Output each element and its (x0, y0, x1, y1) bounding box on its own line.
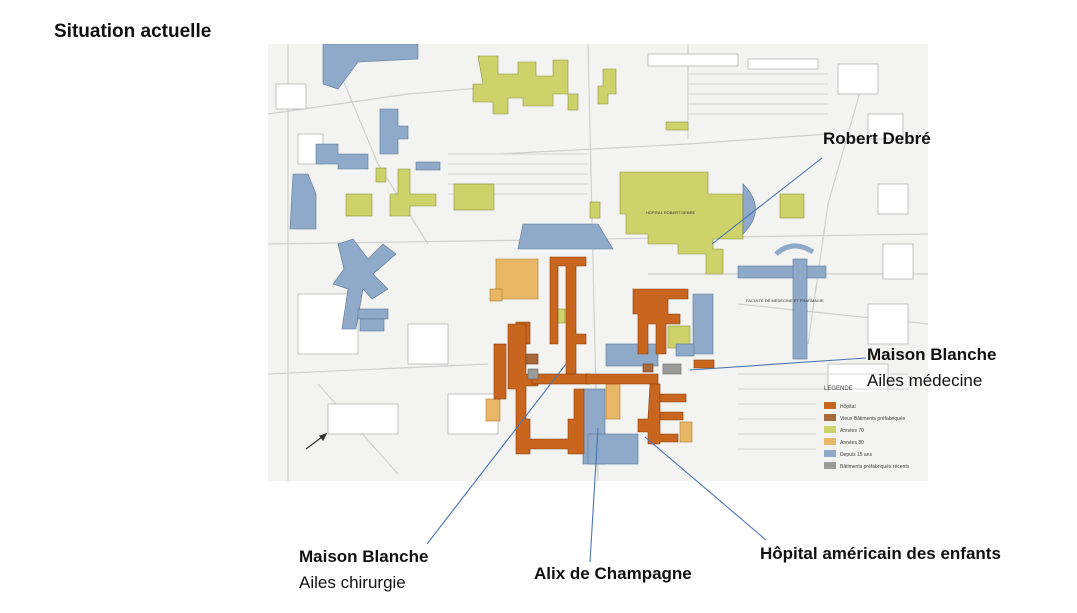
callout-maison-blanche-chirurgie-sub: Ailes chirurgie (299, 573, 406, 592)
legend-label: Années 70 (840, 428, 864, 434)
callout-maison-blanche-medecine-sub: Ailes médecine (867, 371, 983, 390)
campus-map: HOPITAL ROBERT DEBRE FACULTE DE MEDECINE… (267, 43, 929, 482)
page-title: Situation actuelle (54, 21, 212, 42)
callout-maison-blanche-chirurgie: Maison Blanche Ailes chirurgie (299, 544, 428, 596)
legend-label: Vieux Bâtiments préfabriqués (840, 416, 906, 422)
map-label-faculte: FACULTE DE MEDECINE ET PHARMACIE (746, 298, 824, 303)
map-label-hopital-robert-debre: HOPITAL ROBERT DEBRE (646, 210, 696, 215)
callout-alix-de-champagne-name: Alix de Champagne (534, 564, 692, 583)
legend-label: Bâtiments préfabriqués récents (840, 464, 910, 470)
callout-robert-debre: Robert Debré (823, 126, 931, 152)
legend-label: Hôpital (840, 404, 856, 410)
legend-label: Depuis 15 ans (840, 452, 872, 458)
legend-swatch (824, 462, 836, 469)
legend-title: LEGENDE (824, 386, 853, 392)
north-arrow-icon (305, 432, 328, 450)
callout-maison-blanche-medecine: Maison Blanche Ailes médecine (867, 342, 996, 394)
callout-maison-blanche-chirurgie-name: Maison Blanche (299, 547, 429, 566)
callout-alix-de-champagne: Alix de Champagne (534, 561, 692, 587)
callout-hopital-americain-name: Hôpital américain des enfants (760, 544, 1001, 563)
buildings-depuis-15-ans (289, 43, 827, 465)
legend-swatch (824, 438, 836, 445)
legend-swatch (824, 414, 836, 421)
legend-swatch (824, 450, 836, 457)
callout-maison-blanche-medecine-name: Maison Blanche (867, 345, 997, 364)
callout-hopital-americain: Hôpital américain des enfants (760, 541, 1001, 567)
legend-label: Années 80 (840, 440, 864, 446)
callout-robert-debre-name: Robert Debré (823, 129, 931, 148)
legend-swatch (824, 426, 836, 433)
residential-blocks (275, 53, 914, 435)
legend-swatch (824, 402, 836, 409)
